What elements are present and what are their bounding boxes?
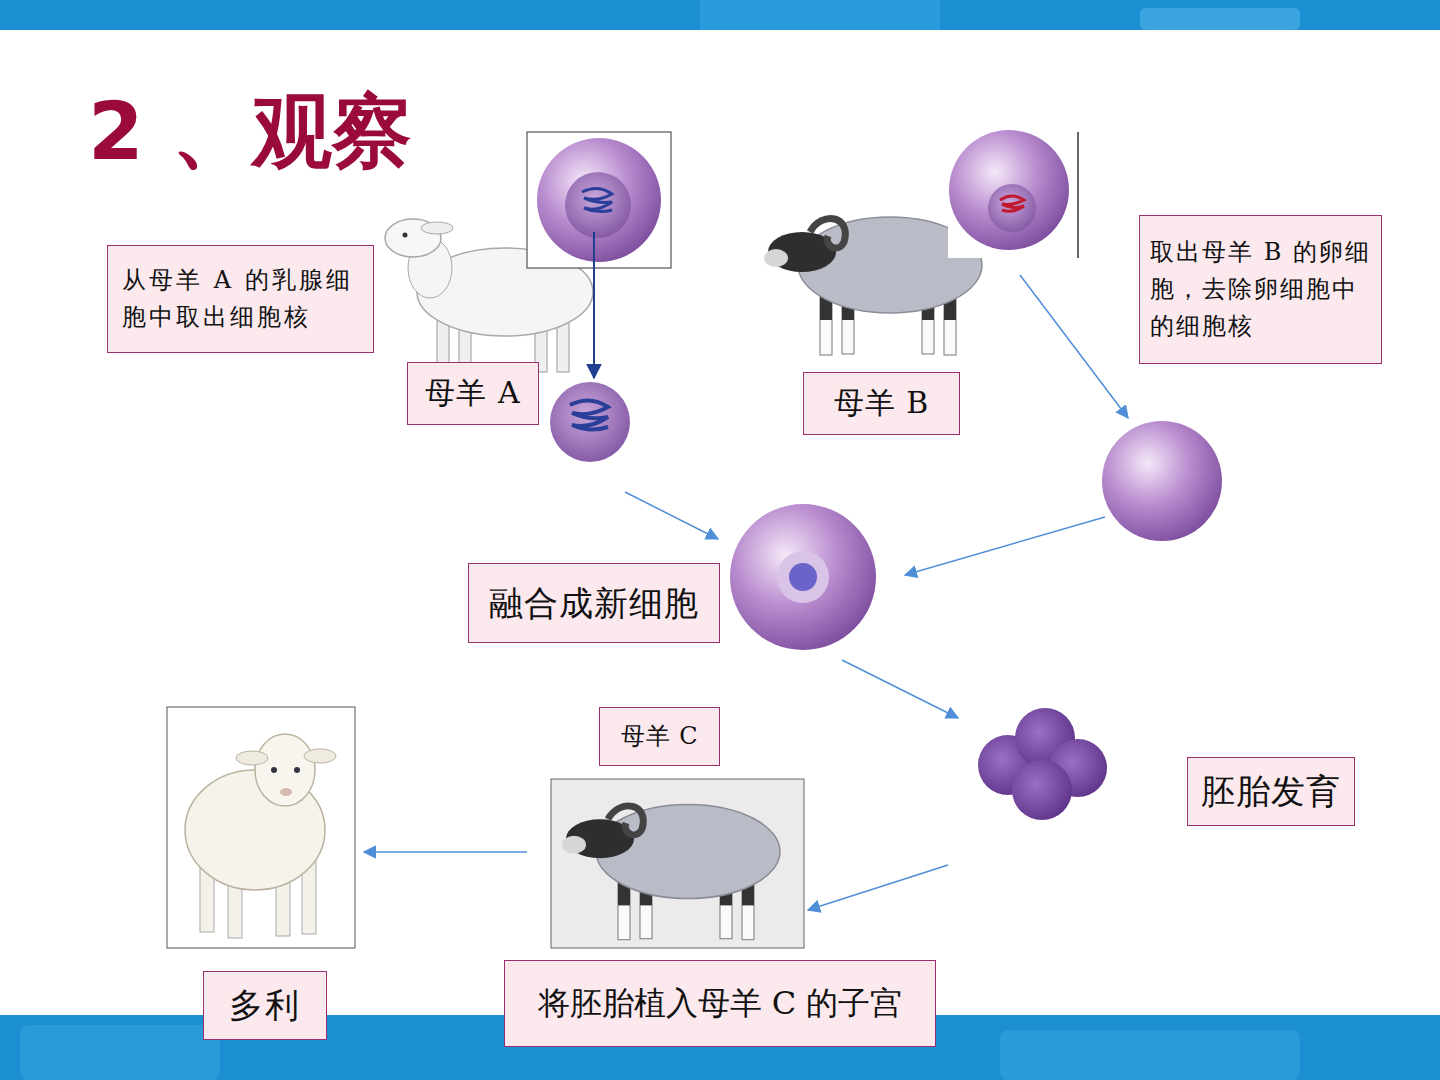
box-text: 从母羊 A 的乳腺细胞中取出细胞核 [122,262,359,336]
box-text: 胚胎发育 [1201,765,1341,818]
embryo [978,708,1107,820]
arrow [905,517,1105,575]
sheep-label: 母羊 C [599,707,720,766]
step-box: 将胚胎植入母羊 C 的子宫 [504,960,936,1047]
arrow [808,865,948,910]
top-band [0,0,1440,30]
fused-cell [730,504,876,650]
result-label: 多利 [203,971,327,1040]
egg-cell [948,130,1078,258]
box-text: 母羊 B [834,380,930,427]
step-box: 融合成新细胞 [468,563,720,643]
donor-nucleus [550,382,630,462]
sheep-label: 母羊 A [407,362,539,425]
slide-title: 2 、观察 [88,88,412,176]
box-text: 取出母羊 B 的卵细胞，去除卵细胞中的细胞核 [1150,234,1371,346]
box-text: 将胚胎植入母羊 C 的子宫 [538,979,903,1029]
step-box: 胚胎发育 [1187,757,1355,826]
dolly-frame [167,707,355,948]
enucleated-egg [1102,421,1222,541]
sheep-label: 母羊 B [803,372,960,435]
arrow [1020,275,1128,418]
arrow [842,660,958,718]
arrow [625,492,718,539]
sheep-c-frame [551,779,804,948]
box-text: 母羊 C [621,718,699,755]
mammary-cell [527,132,671,268]
arrow [364,851,527,853]
step-box: 从母羊 A 的乳腺细胞中取出细胞核 [107,245,374,353]
step-box: 取出母羊 B 的卵细胞，去除卵细胞中的细胞核 [1139,215,1382,364]
box-text: 母羊 A [425,370,520,417]
box-text: 多利 [229,979,301,1032]
box-text: 融合成新细胞 [489,577,699,630]
arrow [593,232,595,378]
